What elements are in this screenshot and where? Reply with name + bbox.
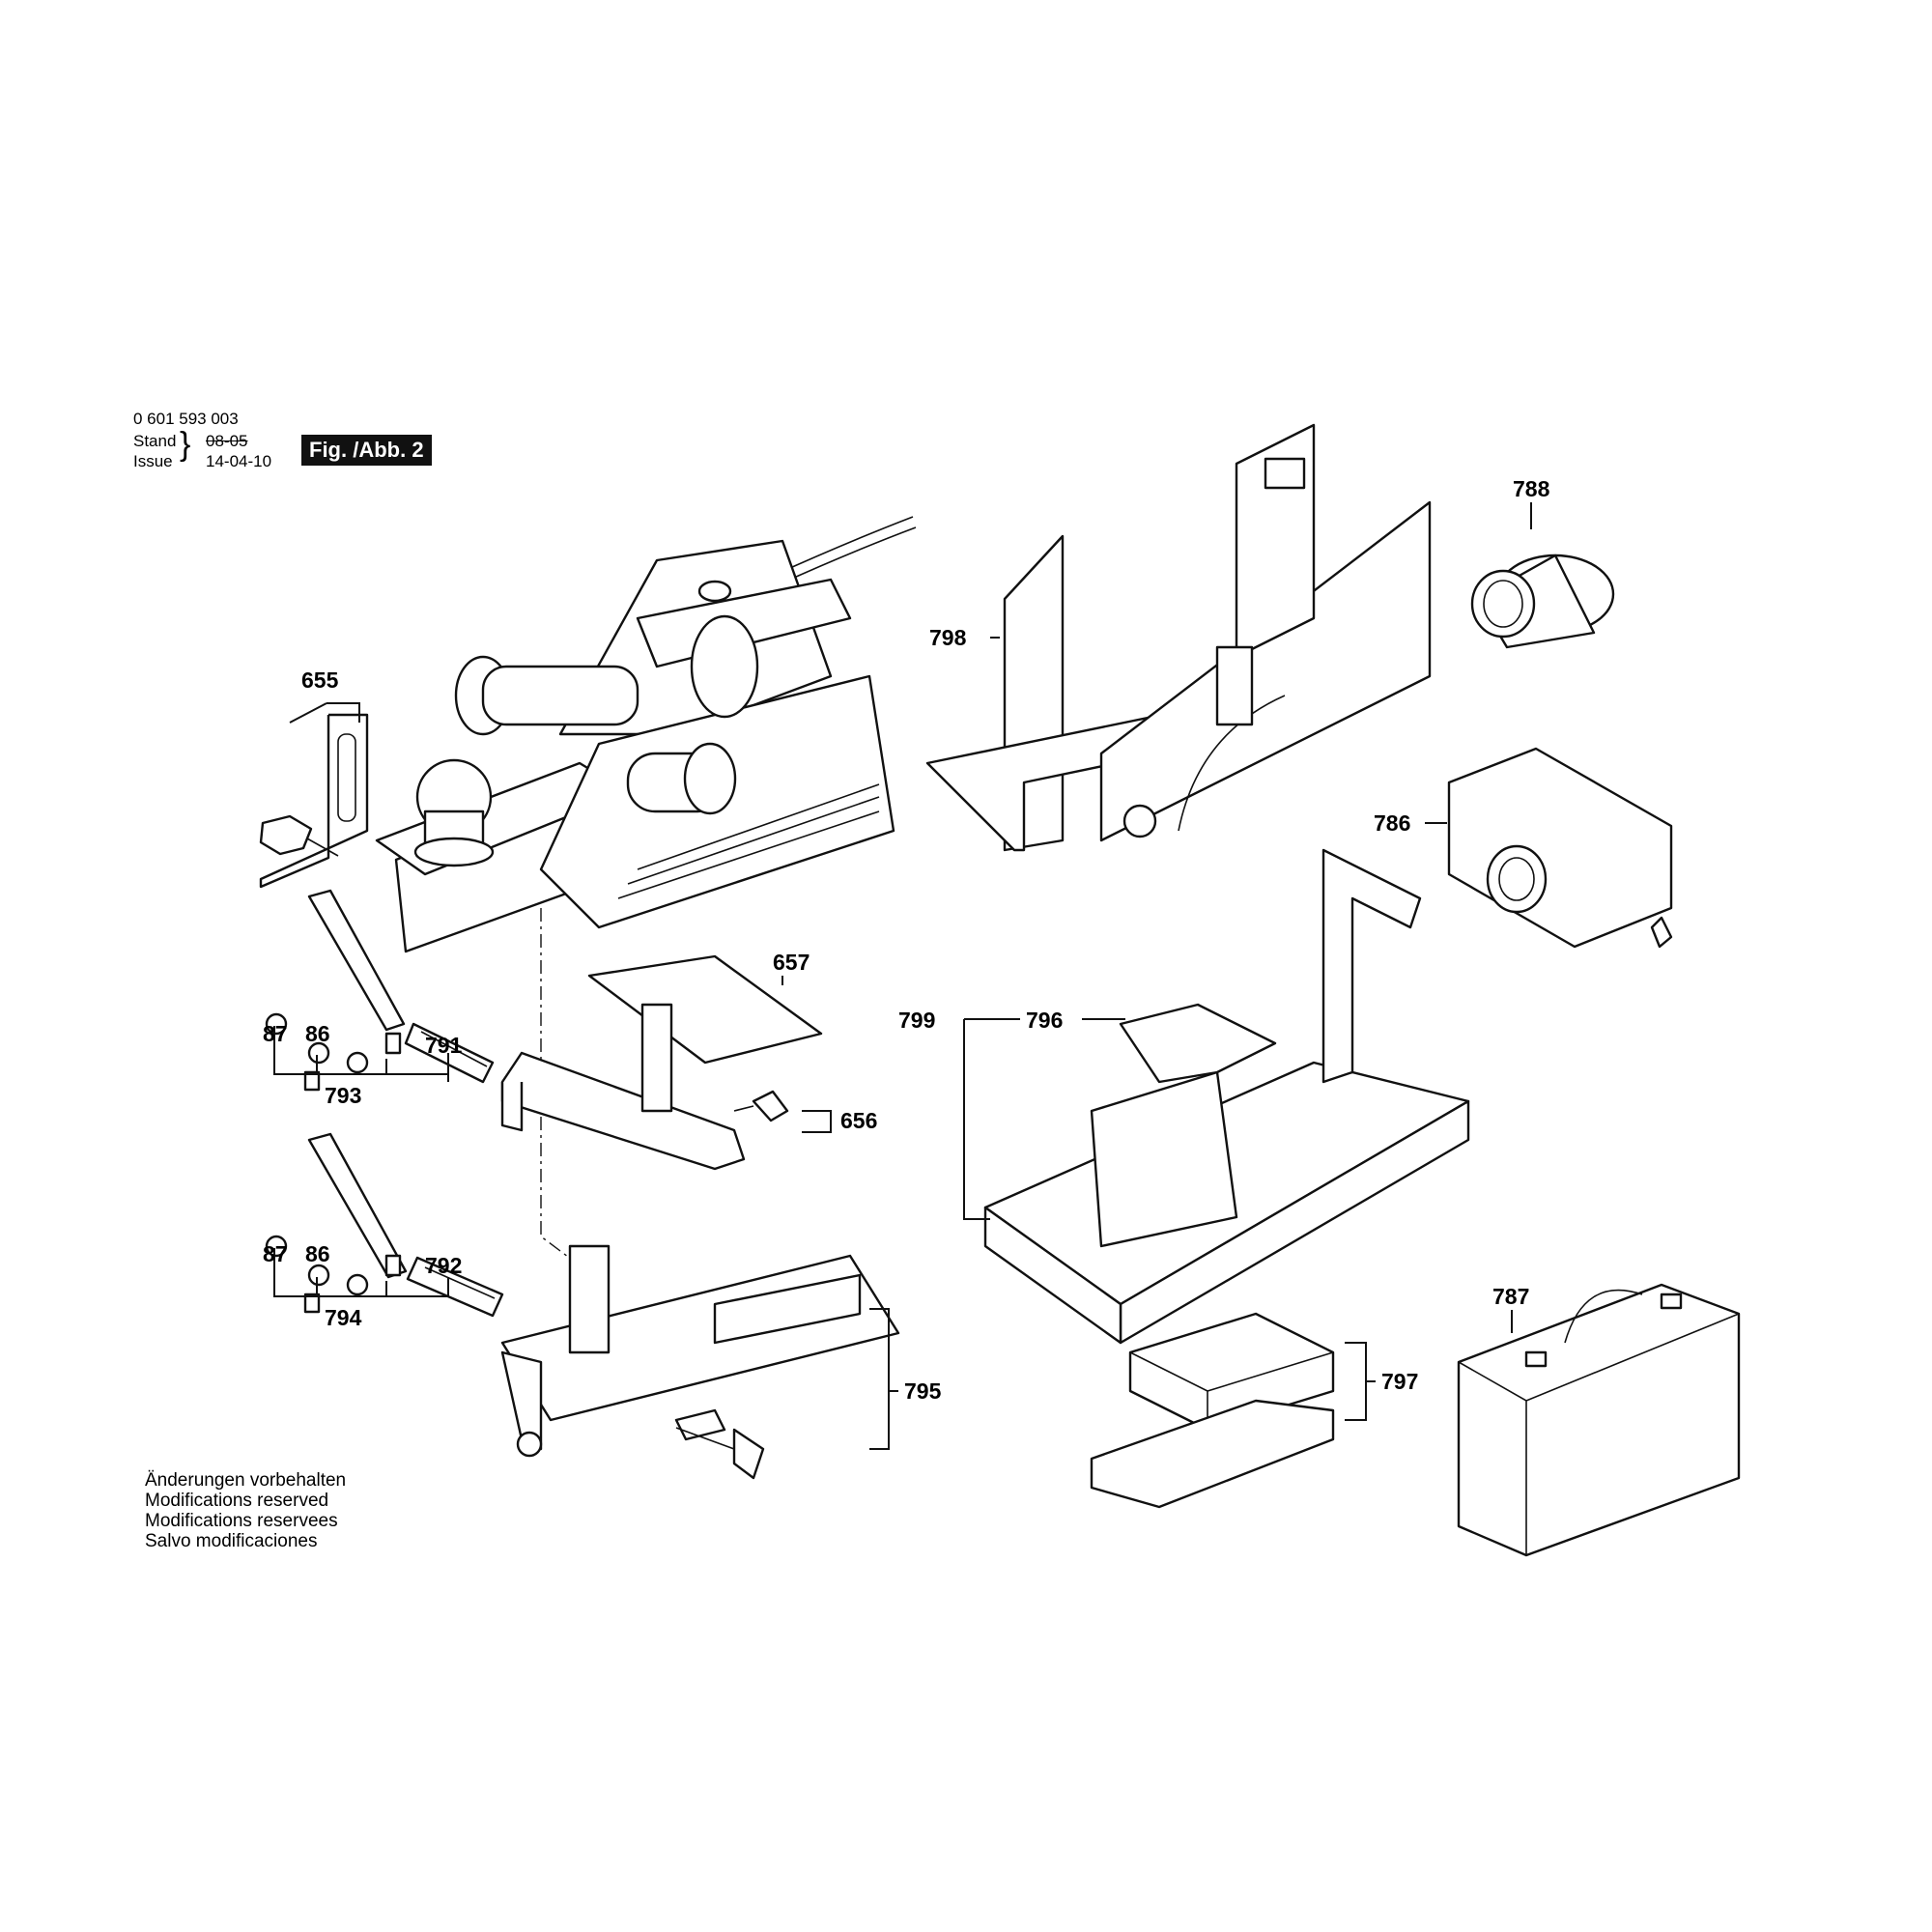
callout-794: 794	[325, 1305, 362, 1330]
part-655-drawing	[259, 713, 369, 889]
callout-793: 793	[325, 1083, 361, 1108]
stand-label: Stand	[133, 432, 177, 450]
note-de: Änderungen vorbehalten	[145, 1470, 347, 1491]
part-797-drawing	[1090, 1312, 1335, 1509]
callout-795: 795	[904, 1378, 942, 1404]
note-es: Salvo modificaciones	[145, 1531, 318, 1551]
part-798-drawing	[925, 423, 1432, 852]
callout-787: 787	[1492, 1284, 1529, 1309]
callout-791: 791	[425, 1033, 463, 1058]
issue-label: Issue	[133, 452, 173, 470]
part-794-drawing	[265, 1132, 504, 1318]
callout-labels: 655 657 656 87 86 791 793 87 86 792 794 …	[263, 476, 1550, 1404]
part-788-drawing	[1470, 554, 1615, 649]
callout-86-upper: 86	[305, 1021, 330, 1046]
stand-date: 08-05	[206, 432, 248, 450]
issue-date: 14-04-10	[206, 452, 272, 470]
callout-87-upper: 87	[263, 1021, 288, 1046]
callout-788: 788	[1513, 476, 1550, 501]
leader-lines	[273, 502, 1532, 1450]
part-656-657-drawing	[500, 954, 823, 1171]
callout-798: 798	[929, 625, 967, 650]
callout-799: 799	[898, 1008, 935, 1033]
brace-icon: }	[180, 426, 191, 463]
part-number: 0 601 593 003	[133, 410, 239, 428]
callout-657: 657	[773, 950, 810, 975]
callout-792: 792	[425, 1253, 462, 1278]
planer-drawing	[375, 516, 917, 953]
callout-656: 656	[840, 1108, 877, 1133]
part-795-drawing	[500, 1244, 900, 1480]
callout-655: 655	[301, 668, 339, 693]
figure-badge: Fig. /Abb. 2	[301, 435, 432, 466]
note-en: Modifications reserved	[145, 1491, 329, 1511]
part-787-drawing	[1457, 1283, 1741, 1557]
part-799-drawing	[983, 848, 1470, 1345]
alignment-line	[540, 908, 581, 1266]
part-786-drawing	[1447, 747, 1673, 949]
callout-796: 796	[1026, 1008, 1063, 1033]
callout-86-lower: 86	[305, 1241, 330, 1266]
callout-87-lower: 87	[263, 1241, 288, 1266]
callout-786: 786	[1374, 810, 1410, 836]
note-fr: Modifications reservees	[145, 1511, 338, 1531]
callout-797: 797	[1381, 1369, 1418, 1394]
